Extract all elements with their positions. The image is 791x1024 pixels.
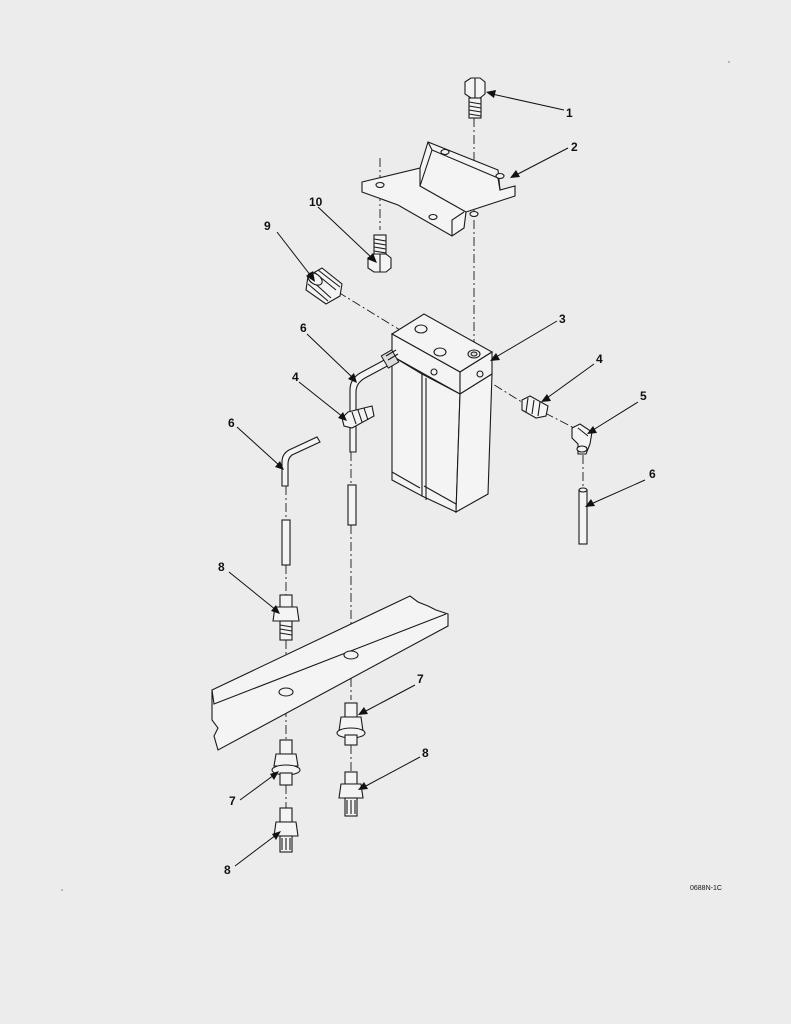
tube-left-part-6 <box>281 436 321 566</box>
bolt-part-1 <box>464 77 486 119</box>
callout-labels: 1 2 3 4 4 5 6 6 6 6 7 7 8 8 8 9 10 <box>218 106 656 877</box>
callout-4-left: 4 <box>292 370 299 384</box>
callout-6-upper: 6 <box>300 321 307 335</box>
fitting-left-part-4 <box>341 405 375 429</box>
callout-1: 1 <box>566 106 573 120</box>
fitting-right-part-4 <box>521 395 549 419</box>
callout-4-right: 4 <box>596 352 603 366</box>
union-lower-left-part-8 <box>273 807 299 853</box>
filter-assembly-part-3 <box>390 313 494 513</box>
callout-3: 3 <box>559 312 566 326</box>
union-upper-part-8 <box>272 594 300 641</box>
elbow-part-5 <box>571 423 593 455</box>
union-lower-right-part-8 <box>338 771 364 817</box>
drawing-code: 0688N-1C <box>690 885 722 892</box>
callout-9: 9 <box>264 219 271 233</box>
speck <box>728 61 730 63</box>
callout-6-right: 6 <box>649 467 656 481</box>
bulkhead-fitting-left-part-7 <box>271 739 301 786</box>
speck <box>61 889 63 891</box>
callout-8-lower: 8 <box>224 863 231 877</box>
callout-8-right: 8 <box>422 746 429 760</box>
bracket-part-2 <box>361 141 516 237</box>
callout-10: 10 <box>309 195 323 209</box>
callout-5: 5 <box>640 389 647 403</box>
callout-7-right: 7 <box>417 672 424 686</box>
bulkhead-panel <box>211 595 449 751</box>
callout-8-upper: 8 <box>218 560 225 574</box>
callout-7-left: 7 <box>229 794 236 808</box>
bolt-part-10 <box>367 234 392 273</box>
tube-upper-left-part-6 <box>347 349 400 526</box>
leader-lines <box>228 90 646 867</box>
callout-2: 2 <box>571 140 578 154</box>
tube-right-part-6 <box>578 487 588 545</box>
bulkhead-fitting-right-part-7 <box>336 702 366 746</box>
callout-6-left: 6 <box>228 416 235 430</box>
